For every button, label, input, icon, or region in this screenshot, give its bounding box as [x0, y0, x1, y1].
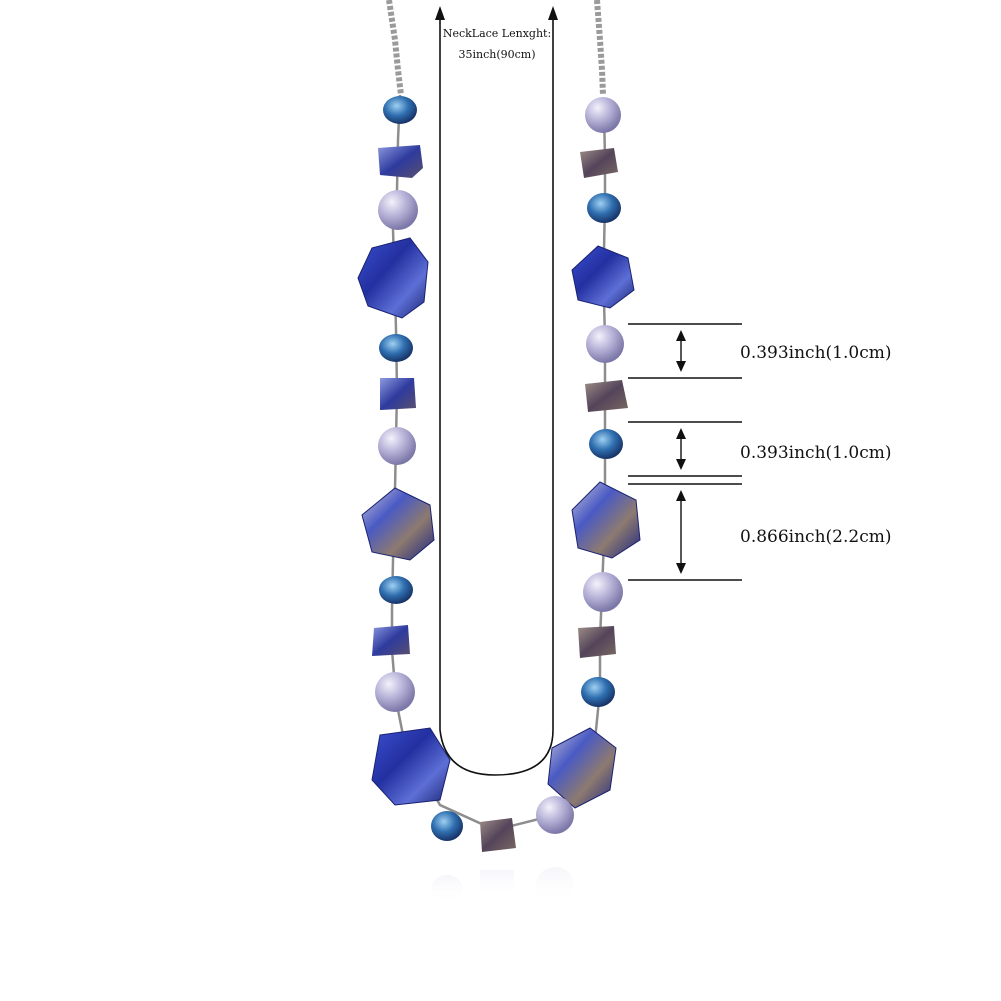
shell-chip — [580, 148, 618, 178]
shell-nugget — [547, 727, 617, 809]
shell-chip — [378, 145, 423, 178]
crystal-bead — [587, 193, 621, 223]
measurement-bracket-3 — [628, 483, 742, 581]
shell-chip — [372, 625, 410, 656]
pearl-bead — [585, 97, 621, 133]
right-strand — [536, 97, 641, 834]
length-value: 35inch(90cm) — [458, 48, 535, 61]
crystal-bead — [383, 96, 417, 124]
crystal-bead — [379, 576, 413, 604]
crystal-bead — [431, 811, 463, 841]
measurement-label-1: 0.393inch(1.0cm) — [740, 343, 891, 363]
pearl-bead — [586, 325, 624, 363]
necklace-wire — [390, 94, 607, 832]
shell-chip — [578, 626, 616, 658]
crystal-bead — [379, 334, 413, 362]
pearl-bead — [378, 427, 416, 465]
shell-chip — [480, 818, 516, 852]
crystal-bead — [581, 677, 615, 707]
measurement-bracket-1 — [628, 323, 742, 379]
measurement-bracket-2 — [628, 421, 742, 477]
shell-nugget — [571, 481, 641, 559]
shell-nugget — [361, 487, 435, 561]
length-indicator — [435, 6, 558, 776]
crystal-bead — [589, 429, 623, 459]
shell-nugget — [357, 237, 429, 319]
pearl-bead — [536, 796, 574, 834]
measurement-label-3: 0.866inch(2.2cm) — [740, 527, 891, 547]
pearl-bead — [375, 672, 415, 712]
chain-right — [594, 0, 606, 96]
shell-nugget — [571, 245, 635, 309]
reflection — [431, 867, 574, 905]
measurement-label-2: 0.393inch(1.0cm) — [740, 443, 891, 463]
shell-chip — [585, 380, 628, 412]
pearl-bead — [583, 572, 623, 612]
chain-left — [386, 0, 404, 96]
left-strand — [357, 96, 516, 852]
pearl-bead — [378, 190, 418, 230]
shell-nugget — [371, 727, 451, 806]
shell-chip — [380, 378, 416, 410]
length-title: NeckLace Lenxght: — [443, 27, 551, 40]
